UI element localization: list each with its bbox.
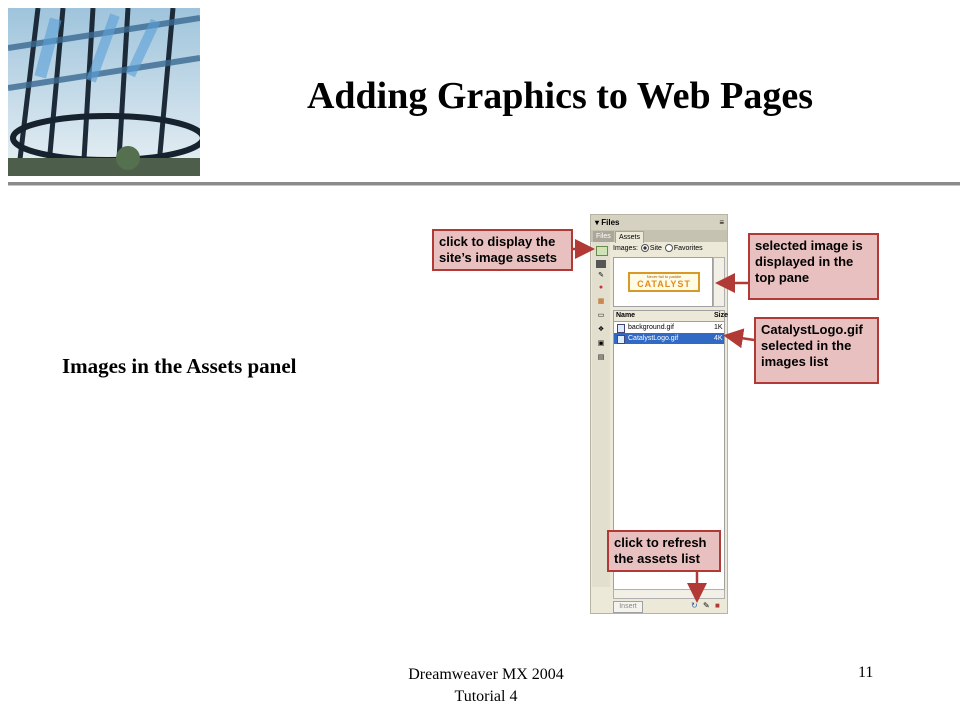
footer-line-1: Dreamweaver MX 2004 [408, 666, 564, 683]
slide-title: Adding Graphics to Web Pages [306, 75, 814, 117]
panel-options-icon[interactable]: ≡ [719, 218, 724, 227]
image-preview-pane: Never fail to paddle CATALYST [613, 257, 713, 307]
gif-file-icon [617, 335, 625, 344]
arrow-to-selected-file [723, 328, 755, 349]
shockwave-category-icon[interactable]: ▦ [597, 298, 605, 305]
flash-category-icon[interactable]: ● [598, 284, 604, 291]
site-radio-label: Site [649, 244, 662, 252]
images-filter: Images: Site Favorites [613, 244, 703, 252]
refresh-icon[interactable]: ↻ [691, 601, 698, 610]
footer-course: Dreamweaver MX 2004 Tutorial 4 [376, 664, 596, 708]
library-category-icon[interactable]: ▤ [597, 354, 605, 361]
callout-logo-selected: CatalystLogo.gif selected in the images … [754, 317, 879, 384]
callout-selected-image: selected image is displayed in the top p… [748, 233, 879, 300]
add-to-favorites-icon[interactable]: ■ [715, 601, 720, 610]
file-size: 1K [714, 324, 723, 331]
filter-label: Images: [613, 244, 638, 252]
tab-files[interactable]: Files [593, 231, 614, 242]
movies-category-icon[interactable]: ▭ [597, 312, 605, 319]
footer-line-2: Tutorial 4 [454, 688, 518, 705]
header-divider-shadow [8, 185, 960, 186]
list-item[interactable]: background.gif 1K [614, 322, 724, 333]
page-number: 11 [858, 664, 874, 681]
logo-tagline: Never fail to paddle [646, 274, 682, 279]
file-name: background.gif [628, 324, 674, 331]
favorites-radio[interactable] [664, 244, 673, 252]
images-category-icon[interactable] [596, 246, 608, 256]
size-column-header[interactable]: Size [714, 312, 729, 319]
callout-display-assets: click to display the site’s image assets [432, 229, 573, 271]
callout-refresh: click to refresh the assets list [607, 530, 721, 572]
list-horizontal-scrollbar[interactable] [613, 589, 725, 599]
edit-icon[interactable]: ✎ [703, 601, 710, 610]
site-radio[interactable] [640, 244, 649, 252]
urls-category-icon[interactable]: ✎ [598, 272, 604, 279]
tab-assets[interactable]: Assets [615, 231, 645, 243]
header-photo [8, 8, 200, 176]
templates-category-icon[interactable]: ▣ [597, 340, 605, 347]
file-size: 4K [714, 335, 723, 342]
file-name: CatalystLogo.gif [628, 335, 679, 342]
favorites-radio-label: Favorites [673, 244, 703, 252]
colors-category-icon[interactable] [596, 260, 606, 268]
gif-file-icon [617, 324, 625, 333]
insert-button[interactable]: Insert [613, 601, 643, 613]
catalyst-logo-preview: Never fail to paddle CATALYST [628, 272, 700, 292]
panel-tabs: Files Assets [591, 230, 727, 243]
name-column-header[interactable]: Name [616, 312, 636, 319]
panel-titlebar[interactable]: ▾ Files ≡ [591, 215, 727, 230]
list-header: Name Size [614, 311, 728, 322]
figure-caption: Images in the Assets panel [62, 354, 297, 378]
logo-name: CATALYST [637, 279, 691, 289]
asset-category-bar: ✎ ● ▦ ▭ ❖ ▣ ▤ [592, 242, 610, 587]
scripts-category-icon[interactable]: ❖ [597, 326, 605, 333]
panel-title: ▾ Files [595, 218, 620, 227]
list-item-selected[interactable]: CatalystLogo.gif 4K [614, 333, 724, 344]
header-divider [8, 182, 960, 185]
